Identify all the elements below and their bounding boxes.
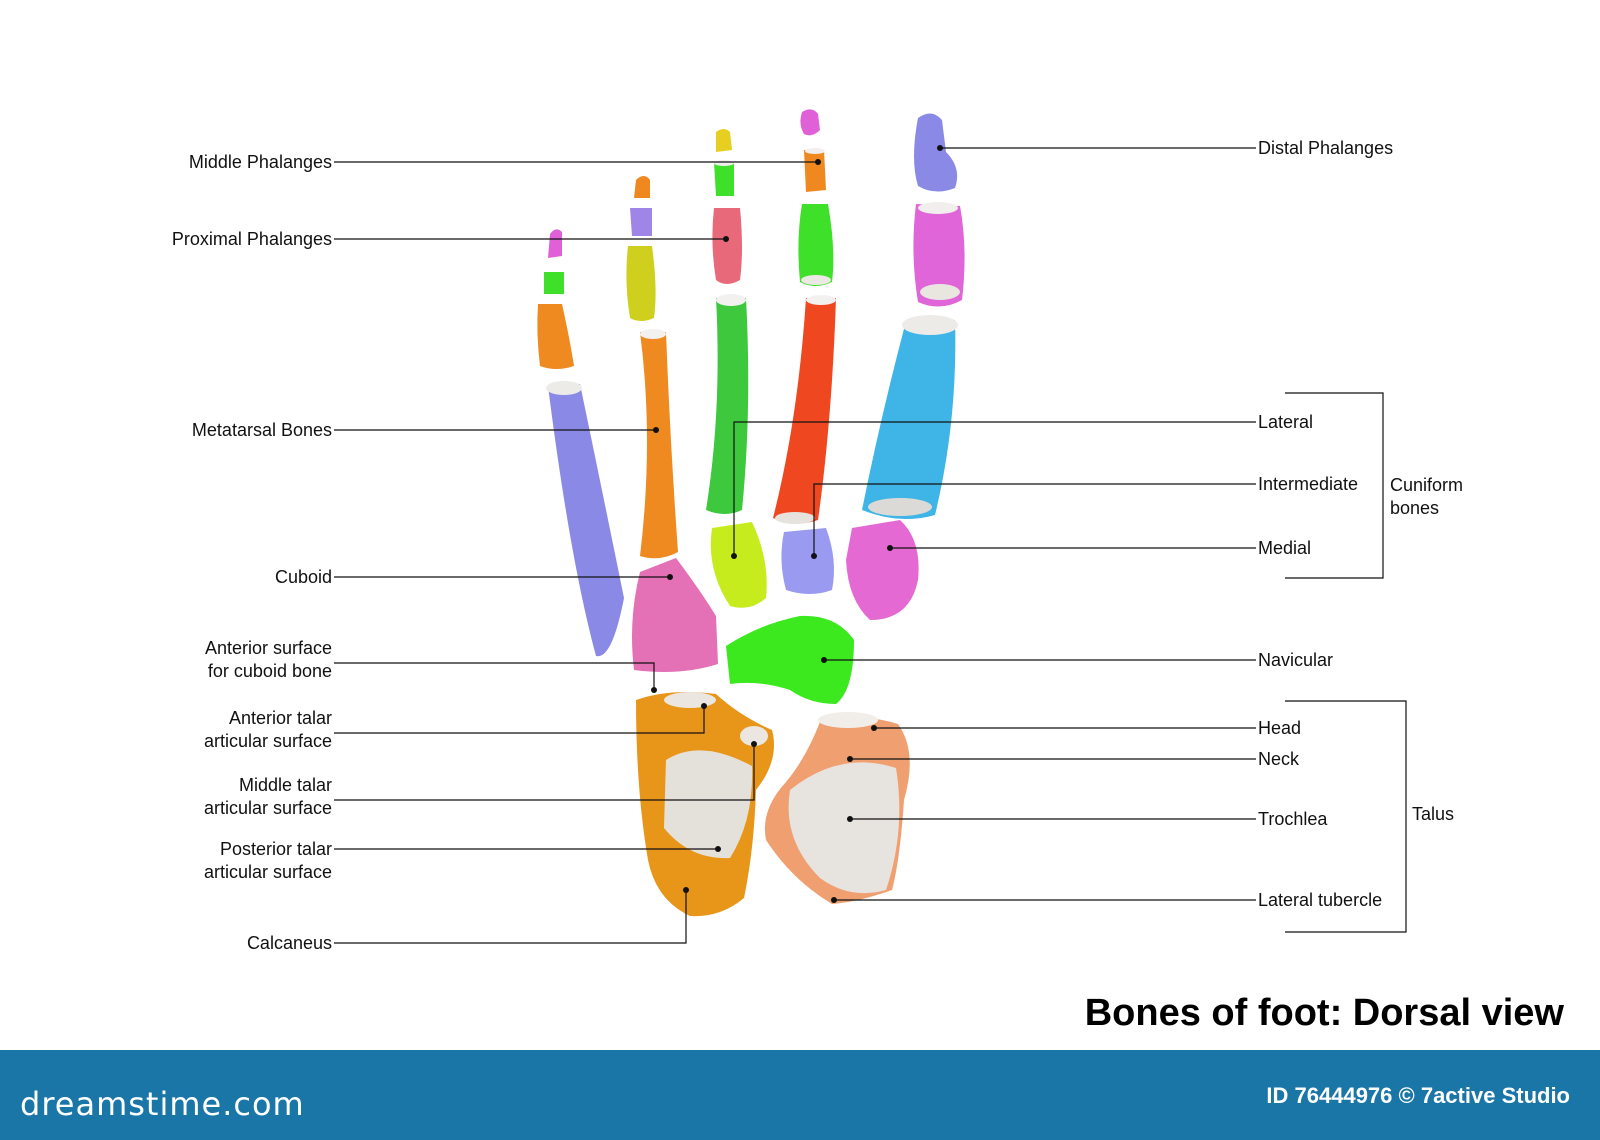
toe-5 — [537, 229, 624, 657]
label-proximal-phalanges: Proximal Phalanges — [171, 229, 332, 249]
label-lateral-cuneiform: Lateral — [1258, 412, 1314, 432]
label-anterior-surface-line2: for cuboid bone — [207, 661, 332, 681]
label-anterior-talar-line1: Anterior talar — [228, 708, 332, 728]
footer-bar — [0, 1050, 1600, 1140]
toe-4 — [626, 176, 678, 559]
label-calcaneus: Calcaneus — [246, 933, 332, 953]
label-middle-talar-line2: articular surface — [203, 798, 332, 818]
metatarsal-1 — [862, 320, 956, 519]
intermediate-cuneiform — [781, 528, 834, 594]
toe-3 — [706, 129, 749, 514]
proximal-phalanx-2 — [798, 204, 834, 286]
label-talus: Talus — [1412, 804, 1455, 824]
posterior-talar-surface — [664, 750, 753, 859]
label-middle-talar-line1: Middle talar — [238, 775, 332, 795]
leader-lines — [334, 147, 1407, 944]
distal-phalanx-2 — [800, 109, 820, 136]
label-lateral-tubercle: Lateral tubercle — [1258, 890, 1383, 910]
label-cuniform-line2: bones — [1390, 498, 1440, 518]
label-navicular: Navicular — [1258, 650, 1334, 670]
metatarsal-2 — [773, 298, 836, 524]
label-trochlea: Trochlea — [1258, 809, 1328, 829]
medial-cuneiform — [846, 520, 919, 620]
trochlea-surface — [788, 762, 900, 894]
distal-phalanx-5 — [548, 229, 562, 258]
leader-dots — [651, 145, 943, 903]
label-posterior-talar-line2: articular surface — [203, 862, 332, 882]
label-cuboid: Cuboid — [274, 567, 332, 587]
stock-id-credit: ID 76444976 © 7active Studio — [1266, 1083, 1570, 1108]
proximal-phalanx-3 — [712, 208, 742, 284]
label-posterior-talar-surface: Posterior talar articular surface — [204, 838, 332, 884]
navicular — [726, 615, 854, 704]
lateral-cuneiform — [710, 522, 767, 608]
label-posterior-talar-line1: Posterior talar — [219, 839, 332, 859]
label-talus-head: Head — [1258, 718, 1302, 738]
label-talus-neck: Neck — [1258, 749, 1300, 769]
diagram-title: Bones of foot: Dorsal view — [1084, 992, 1564, 1034]
brand-logo-text[interactable]: dreamstime.com — [20, 1085, 305, 1123]
label-cuniform-bones: Cuniform bones — [1390, 474, 1463, 520]
toe-2 — [773, 109, 836, 524]
label-anterior-talar-line2: articular surface — [203, 731, 332, 751]
middle-phalanx-4 — [630, 208, 652, 236]
label-cuniform-line1: Cuniform — [1390, 475, 1464, 495]
label-middle-phalanges: Middle Phalanges — [188, 152, 332, 172]
label-middle-talar-surface: Middle talar articular surface — [204, 774, 332, 820]
toe-1 — [862, 113, 965, 519]
proximal-phalanx-5 — [537, 304, 574, 369]
label-anterior-surface-cuboid: Anterior surface for cuboid bone — [205, 637, 332, 683]
distal-phalanx-4 — [634, 176, 650, 198]
label-anterior-talar-surface: Anterior talar articular surface — [204, 707, 332, 753]
middle-phalanx-2 — [804, 150, 826, 192]
metatarsal-4 — [640, 332, 678, 559]
distal-phalanx-1 — [914, 113, 958, 192]
cuboid — [632, 558, 718, 672]
metatarsal-3 — [706, 298, 749, 514]
distal-phalanx-3 — [716, 129, 732, 152]
label-metatarsal-bones: Metatarsal Bones — [191, 420, 332, 440]
label-anterior-surface-line1: Anterior surface — [204, 638, 332, 658]
label-distal-phalanges: Distal Phalanges — [1258, 138, 1394, 158]
proximal-phalanx-4 — [626, 246, 656, 321]
label-intermediate-cuneiform: Intermediate — [1258, 474, 1359, 494]
proximal-phalanx-1 — [913, 204, 965, 307]
middle-phalanx-3 — [714, 162, 734, 196]
label-medial-cuneiform: Medial — [1258, 538, 1312, 558]
middle-phalanx-5 — [544, 272, 564, 294]
metatarsal-5 — [548, 384, 624, 657]
